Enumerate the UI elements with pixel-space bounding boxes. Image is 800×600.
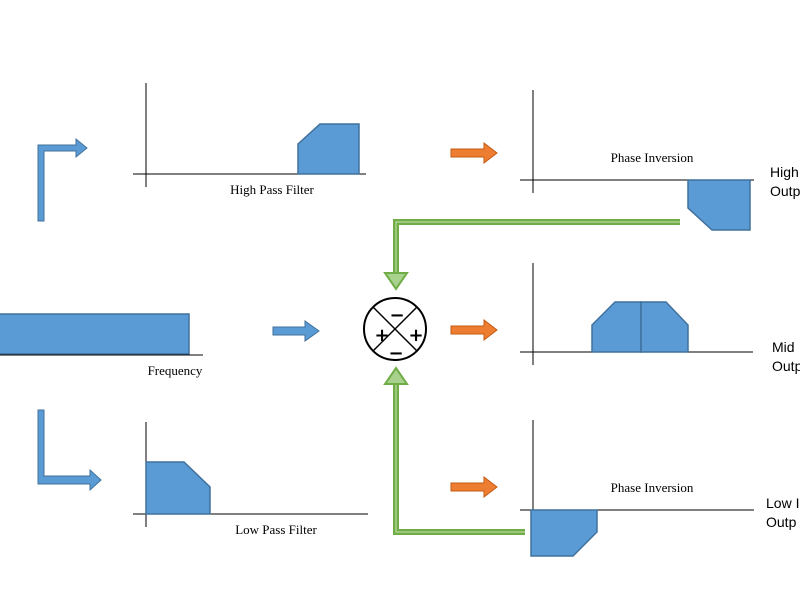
summing-junction: − + + − [363, 297, 427, 364]
feedback-high-arrowhead [383, 272, 409, 291]
sign-bottom: − [388, 343, 403, 364]
feedback-low-arrowhead [383, 366, 409, 385]
feedback-high-line-inner [395, 221, 680, 273]
orange-arrow-mid [450, 318, 498, 342]
frequency-band [0, 313, 190, 355]
high-output-plot: Phase Inversion High Outp [520, 90, 800, 231]
sign-right: + [408, 325, 423, 346]
high-pass-label: High Pass Filter [230, 182, 314, 197]
low-output-label-line2: Outp [766, 514, 797, 530]
low-output-label-line1: Low I [766, 495, 799, 511]
high-output-label-line1: High [770, 164, 799, 180]
mid-output-plot: Mid Outp [520, 263, 800, 374]
high-output-shape [687, 179, 751, 231]
low-pass-plot: Low Pass Filter [133, 422, 368, 537]
high-pass-plot: High Pass Filter [133, 83, 366, 197]
feedback-high-line [393, 219, 680, 273]
mid-output-shape-left [591, 301, 642, 353]
low-pass-label: Low Pass Filter [235, 522, 317, 537]
orange-arrow-low [450, 475, 498, 499]
bent-arrow-down [37, 409, 102, 492]
mid-output-label-line2: Outp [772, 358, 800, 374]
feedback-low [383, 366, 525, 535]
phase-inversion-low-label: Phase Inversion [611, 480, 694, 495]
bent-arrow-up [37, 137, 88, 222]
feedback-high [383, 219, 680, 291]
mid-output-label-line1: Mid [772, 339, 795, 355]
arrow-to-sum [272, 320, 320, 342]
input-signal: Frequency [0, 313, 203, 378]
low-output-plot: Phase Inversion Low I Outp [520, 420, 799, 557]
summing-junction-diag-2 [372, 306, 418, 352]
high-pass-shape [297, 123, 360, 175]
feedback-low-line-inner [395, 384, 525, 533]
sign-top: − [389, 305, 404, 326]
low-output-shape [530, 509, 598, 557]
low-pass-shape [145, 461, 211, 515]
frequency-label: Frequency [148, 363, 203, 378]
high-output-label-line2: Outp [770, 183, 800, 199]
sign-left: + [374, 325, 389, 346]
orange-arrow-high [450, 141, 498, 165]
phase-inversion-high-label: Phase Inversion [611, 150, 694, 165]
feedback-low-line [393, 384, 525, 535]
mid-output-shape-right [640, 301, 689, 353]
